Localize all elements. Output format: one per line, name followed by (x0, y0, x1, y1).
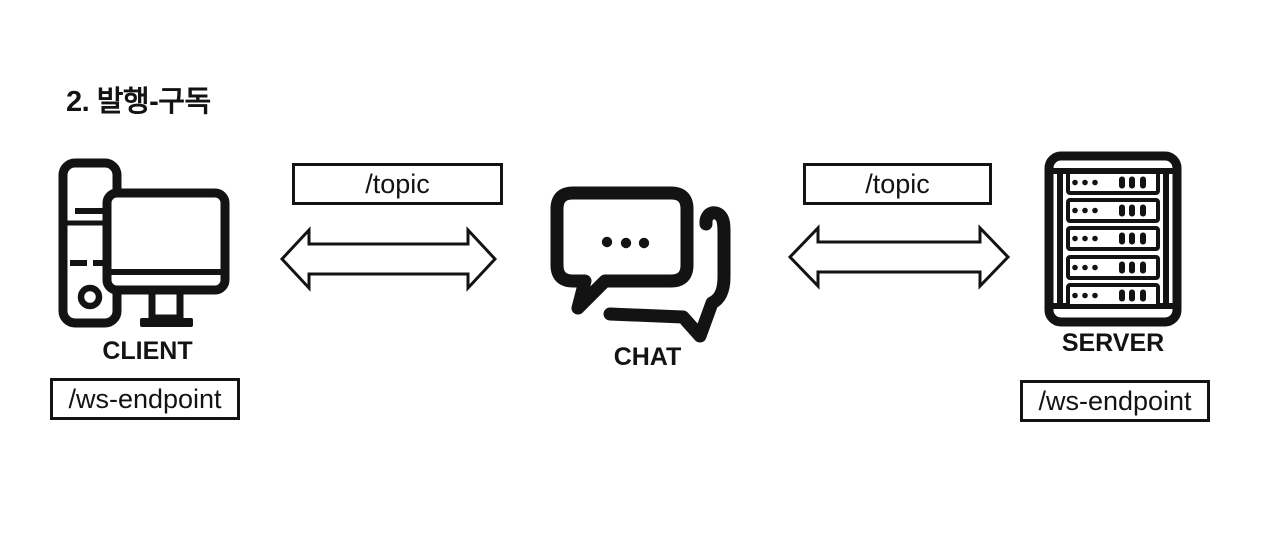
page-title: 2. 발행-구독 (66, 86, 211, 118)
chat-label: CHAT (613, 343, 682, 371)
right-topic-text: /topic (865, 168, 930, 199)
client-label: CLIENT (102, 337, 193, 365)
client-endpoint-box: /ws-endpoint (50, 378, 240, 420)
client-endpoint-text: /ws-endpoint (68, 383, 222, 414)
left-topic-box: /topic (292, 163, 503, 205)
chat-bubbles-icon (550, 186, 731, 343)
left-bidirectional-arrow-icon (279, 226, 498, 292)
server-rack-icon (1044, 151, 1182, 327)
left-topic-text: /topic (365, 168, 430, 199)
server-endpoint-box: /ws-endpoint (1020, 380, 1210, 422)
server-label: SERVER (1061, 329, 1165, 357)
desktop-computer-icon (58, 158, 230, 328)
right-bidirectional-arrow-icon (787, 224, 1011, 290)
server-endpoint-text: /ws-endpoint (1038, 385, 1192, 416)
right-topic-box: /topic (803, 163, 992, 205)
